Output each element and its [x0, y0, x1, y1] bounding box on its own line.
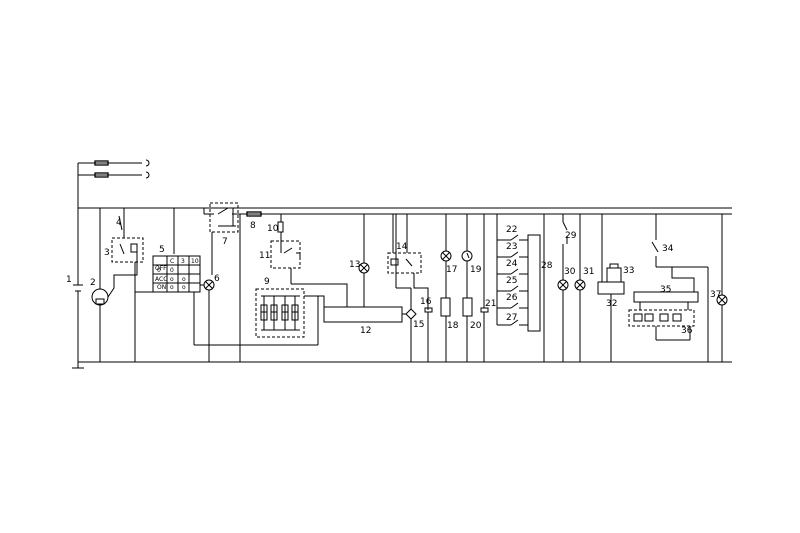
regulator-3: 3 4 [104, 208, 144, 362]
label-32: 32 [606, 299, 617, 309]
module-28: 28 [527, 214, 553, 362]
label-7: 7 [222, 237, 228, 247]
horn-32: 32 33 [597, 214, 634, 362]
label-20: 20 [470, 321, 482, 331]
switch-34: 34 [651, 214, 708, 268]
label-12: 12 [360, 326, 371, 336]
label-18: 18 [447, 321, 459, 331]
label-23: 23 [506, 242, 517, 252]
label-3: 3 [104, 248, 110, 258]
label-31: 31 [583, 267, 594, 277]
sensor-21: 21 [480, 214, 496, 362]
switch-row-off: OFF [155, 265, 167, 272]
sensor-20: 20 [462, 297, 482, 362]
label-2: 2 [90, 278, 96, 288]
switch-header-c: C [170, 258, 174, 265]
switch-row-on-10: o [182, 284, 186, 291]
resistor-bank-9: 9 [255, 277, 319, 345]
label-6: 6 [214, 274, 220, 284]
label-27: 27 [506, 313, 517, 323]
relay-bank-36: 36 [628, 309, 695, 341]
lamp-31: 31 [574, 214, 594, 362]
fuse-8: 8 [246, 211, 262, 231]
label-8: 8 [250, 221, 256, 231]
label-24: 24 [506, 259, 518, 269]
label-13: 13 [349, 260, 360, 270]
relay-14: 14 [387, 214, 429, 310]
lamp-37: 37 [707, 214, 728, 362]
battery-1: 1 [66, 208, 84, 369]
label-29: 29 [565, 231, 577, 241]
label-17: 17 [446, 265, 457, 275]
lamp-17: 17 [440, 214, 457, 298]
switch-row-on-c: o [170, 284, 174, 291]
switch-header-10: 10 [191, 258, 199, 265]
lamp-13: 13 [349, 214, 370, 307]
switch-row-acc: ACC [155, 276, 167, 283]
label-21: 21 [485, 299, 496, 309]
label-9: 9 [264, 277, 270, 287]
lamp-30: 30 [557, 244, 576, 362]
label-19: 19 [470, 265, 482, 275]
switch-row-0: 0 [157, 267, 161, 274]
label-25: 25 [506, 276, 517, 286]
label-28: 28 [541, 261, 553, 271]
relay-7: 7 [203, 202, 241, 362]
label-30: 30 [564, 267, 576, 277]
label-5: 5 [159, 245, 165, 255]
switch-row-acc-10: o [182, 276, 186, 283]
label-22: 22 [506, 225, 517, 235]
label-11: 11 [259, 251, 270, 261]
ignition-switch-5: C 3 10 0 0 OFF ACC o o ON o o 5 [135, 208, 318, 346]
switch-group-22-27: 22 23 24 25 26 27 [496, 214, 528, 326]
gauge-19: 19 [461, 214, 482, 298]
label-36: 36 [681, 326, 693, 336]
switch-row-acc-c: o [170, 276, 174, 283]
label-37: 37 [710, 290, 721, 300]
top-connectors [77, 159, 150, 208]
controller-12: 12 [318, 295, 403, 336]
label-14: 14 [396, 242, 408, 252]
sensor-16: 16 [420, 297, 433, 362]
label-35: 35 [660, 285, 671, 295]
label-34: 34 [662, 244, 674, 254]
label-33: 33 [623, 266, 634, 276]
label-10: 10 [267, 224, 279, 234]
label-16: 16 [420, 297, 432, 307]
diode-15: 15 [395, 214, 424, 362]
control-unit-35: 35 [633, 267, 699, 310]
relay-11: 11 [259, 232, 348, 307]
switch-29: 29 [562, 214, 577, 244]
label-26: 26 [506, 293, 518, 303]
switch-row-0-col3: 0 [170, 267, 174, 274]
lamp-6: 6 [200, 274, 220, 362]
fuse-10: 10 [267, 214, 284, 234]
sensor-18: 18 [440, 297, 459, 362]
switch-header-3: 3 [181, 258, 185, 265]
label-15: 15 [413, 320, 424, 330]
generator-2: 2 [90, 208, 138, 362]
label-4: 4 [116, 218, 122, 228]
switch-row-on: ON [157, 284, 166, 291]
label-1: 1 [66, 275, 72, 285]
